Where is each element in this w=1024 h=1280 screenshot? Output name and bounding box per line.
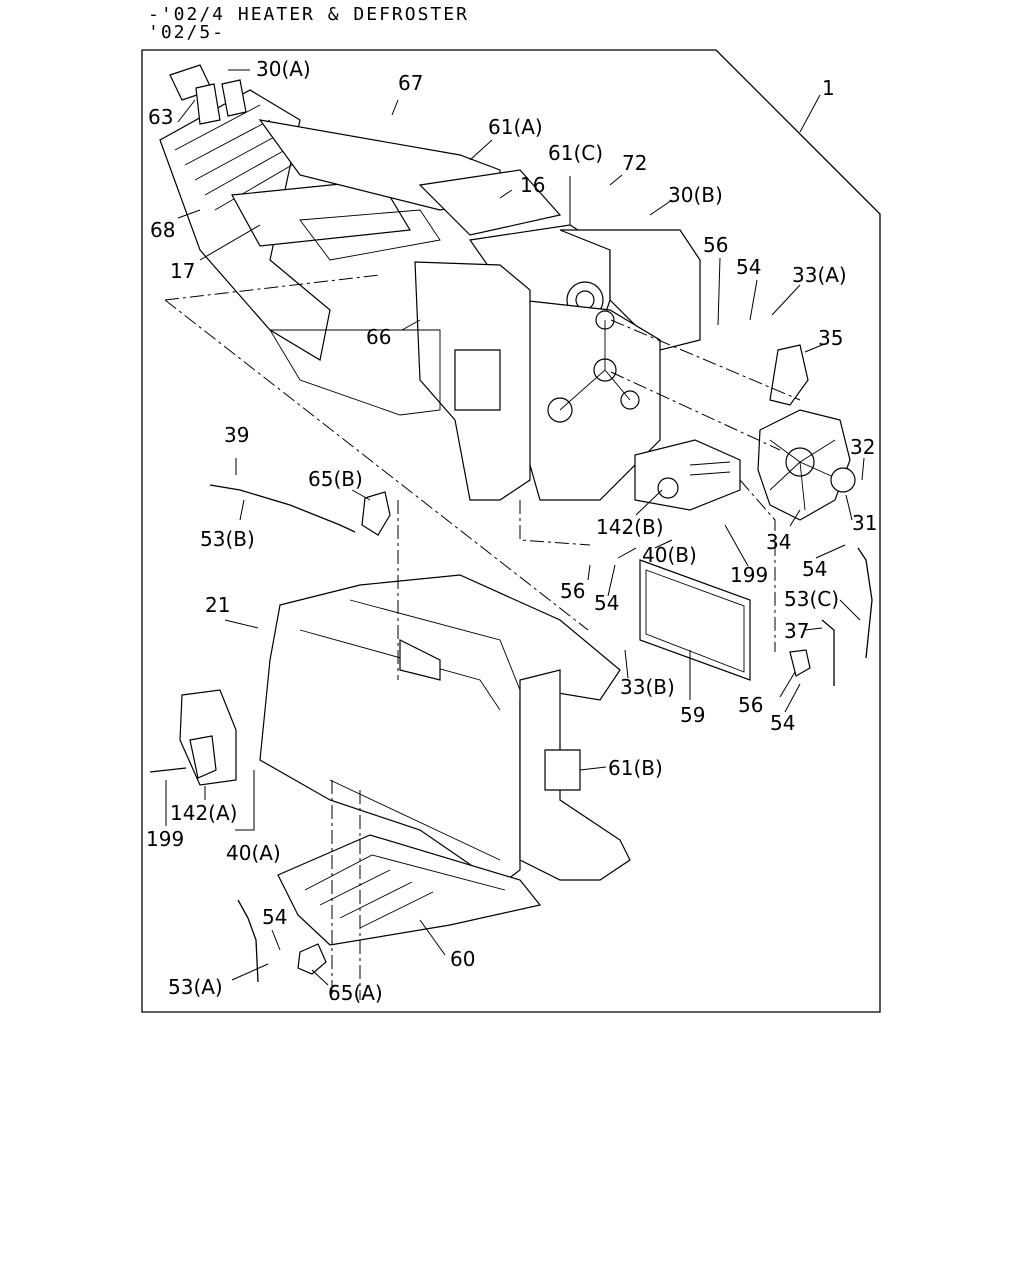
callout-59: 59	[680, 703, 705, 727]
diagram-date-range: '02/5-	[148, 22, 226, 43]
callout-63: 63	[148, 105, 173, 129]
callout-34: 34	[766, 530, 791, 554]
callout-37: 37	[784, 619, 809, 643]
heater-unit-lower	[149, 547, 873, 983]
callout-leaders	[165, 69, 865, 986]
callout-61b: 61(B)	[608, 756, 663, 780]
callout-61a: 61(A)	[488, 115, 543, 139]
diagram-frame	[141, 49, 881, 1013]
callout-21: 21	[205, 593, 230, 617]
callout-39: 39	[224, 423, 249, 447]
callout-61c: 61(C)	[548, 141, 603, 165]
callout-72: 72	[622, 151, 647, 175]
callout-199-right: 199	[730, 563, 768, 587]
callout-67: 67	[398, 71, 423, 95]
callout-32: 32	[850, 435, 875, 459]
diagram-title: -'02/4 HEATER & DEFROSTER	[148, 4, 469, 25]
callout-labels: 1 30(A) 63 67 61(A) 61(C) 72 16 30(B) 68…	[146, 57, 877, 1005]
callout-142a: 142(A)	[170, 801, 237, 825]
callout-142b: 142(B)	[596, 515, 664, 539]
callout-56-mid: 56	[560, 579, 585, 603]
assembly-centerlines	[164, 274, 801, 1000]
callout-53c: 53(C)	[784, 587, 839, 611]
callout-30b: 30(B)	[668, 183, 723, 207]
callout-33a: 33(A)	[792, 263, 847, 287]
callout-40a: 40(A)	[226, 841, 281, 865]
callout-54-mid: 54	[802, 557, 827, 581]
callout-68: 68	[150, 218, 175, 242]
callout-56-upper: 56	[703, 233, 728, 257]
callout-30a: 30(A)	[256, 57, 311, 81]
callout-31: 31	[852, 511, 877, 535]
callout-66: 66	[366, 325, 391, 349]
callout-199-left: 199	[146, 827, 184, 851]
callout-40b: 40(B)	[642, 543, 697, 567]
callout-56-lower: 56	[738, 693, 763, 717]
callout-16: 16	[520, 173, 545, 197]
callout-65a: 65(A)	[328, 981, 383, 1005]
callout-35: 35	[818, 326, 843, 350]
callout-60: 60	[450, 947, 475, 971]
callout-65b: 65(B)	[308, 467, 363, 491]
callout-54-lower-right: 54	[770, 711, 795, 735]
callout-53a: 53(A)	[168, 975, 223, 999]
callout-1: 1	[822, 76, 835, 100]
callout-54-bottom: 54	[262, 905, 287, 929]
callout-54-upper: 54	[736, 255, 761, 279]
callout-17: 17	[170, 259, 195, 283]
callout-54-center: 54	[594, 591, 619, 615]
heater-unit-upper	[159, 64, 856, 681]
callout-53b: 53(B)	[200, 527, 255, 551]
callout-33b: 33(B)	[620, 675, 675, 699]
